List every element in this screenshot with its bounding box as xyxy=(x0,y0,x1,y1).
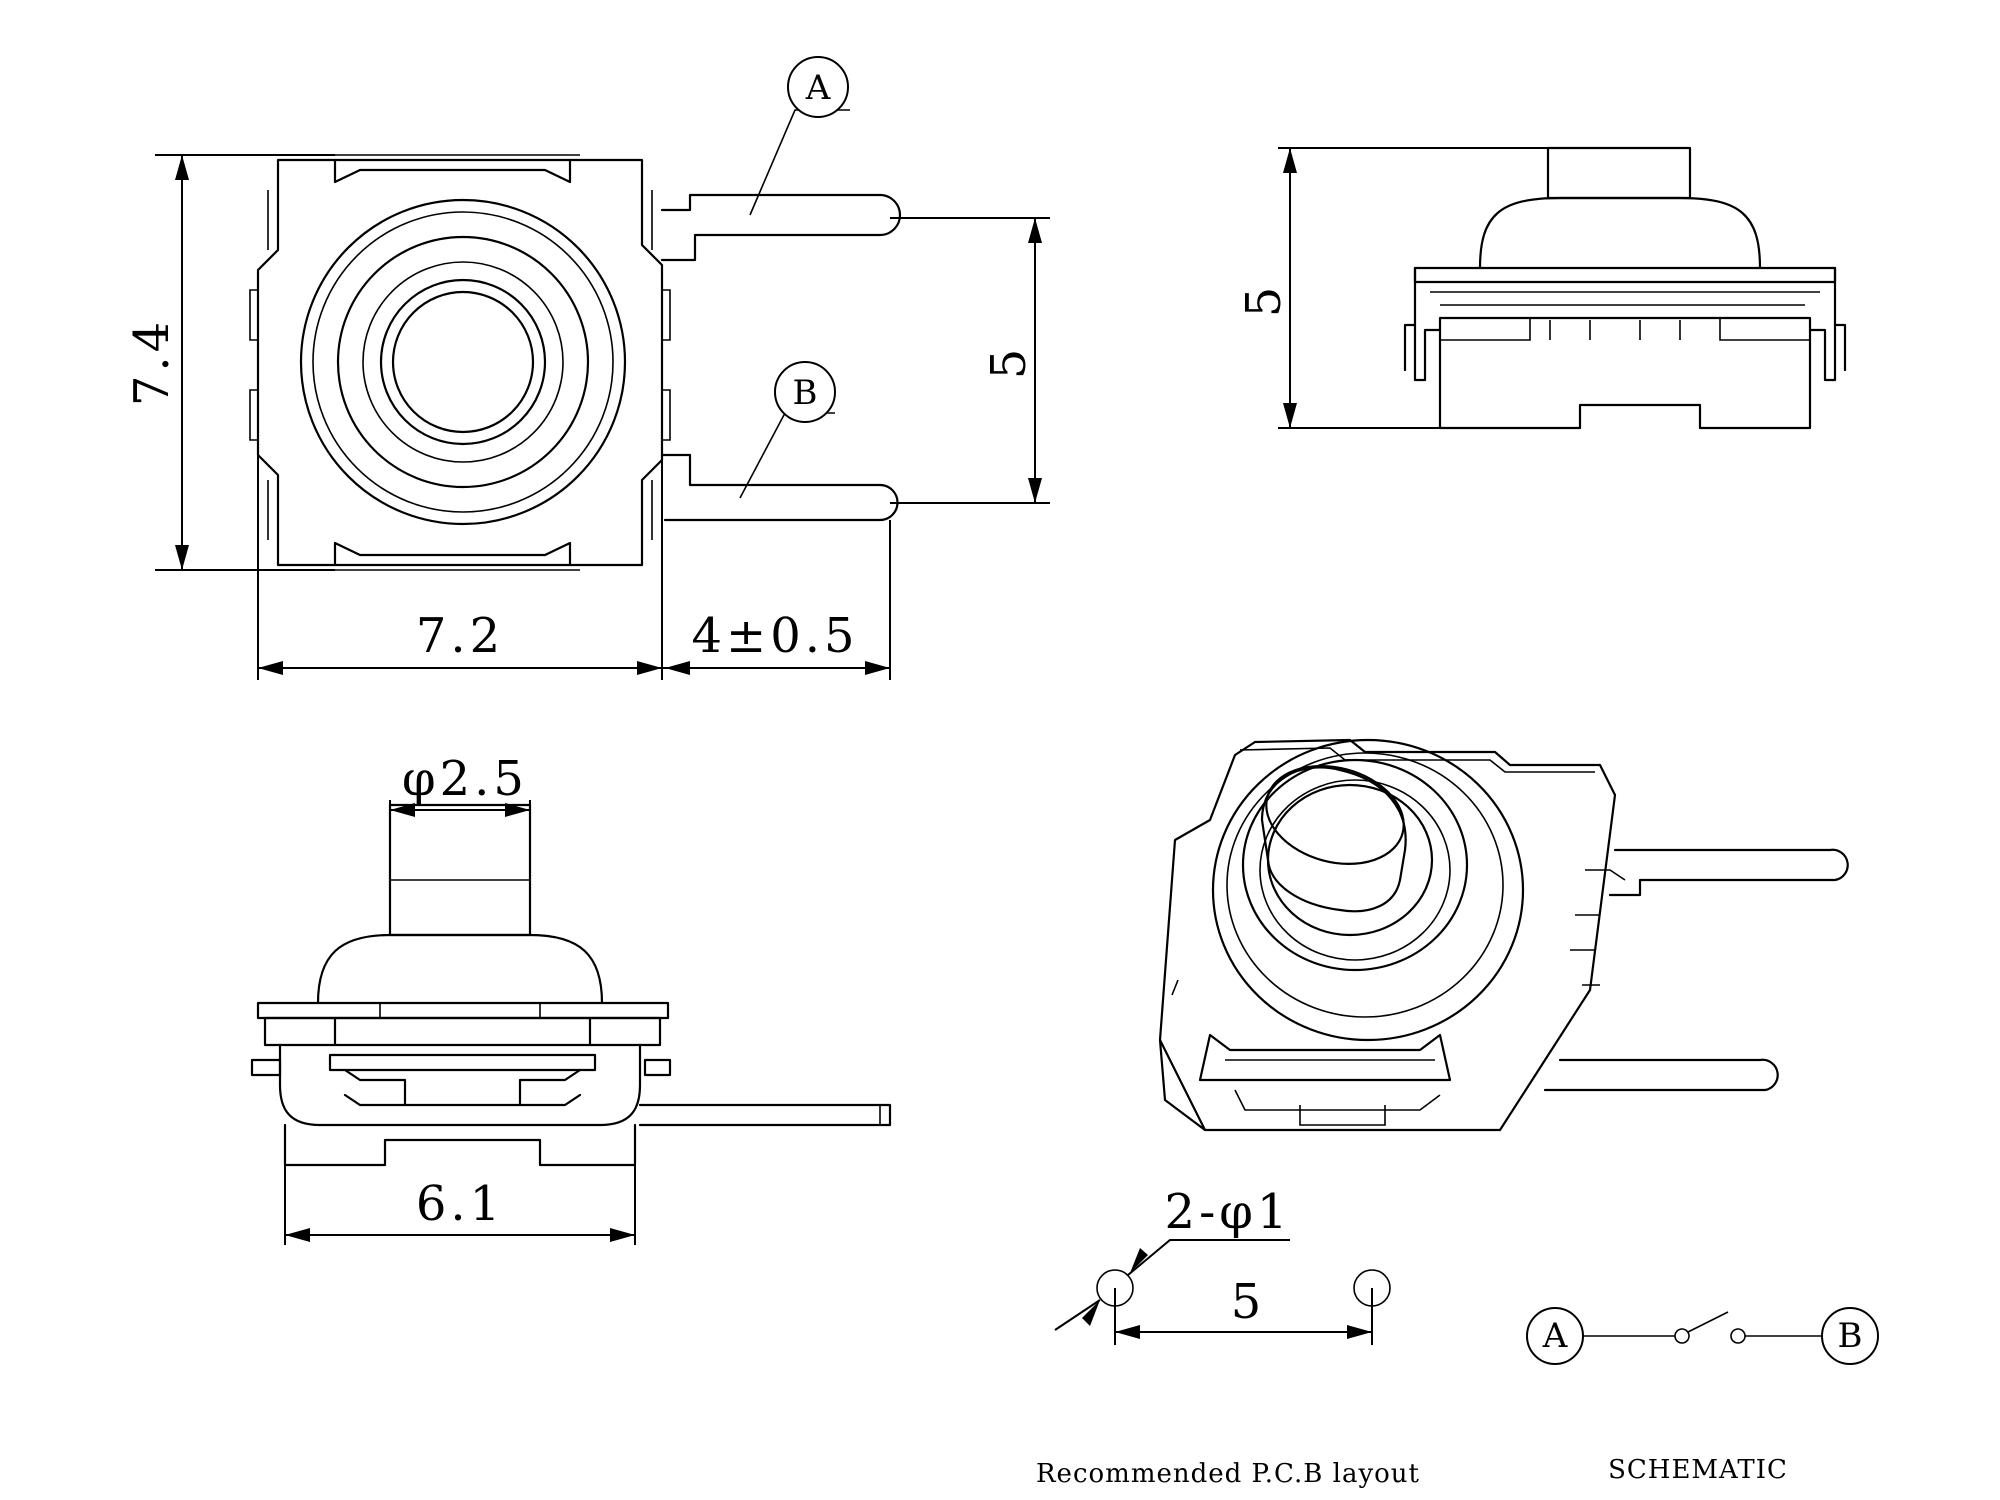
dim-actuator-diameter: φ2.5 xyxy=(402,751,528,807)
balloon-a xyxy=(787,56,849,118)
dim-pin-length: 4±0.5 xyxy=(691,608,858,664)
front-view: φ2.5 6.1 xyxy=(250,751,892,1245)
iso-pin-a xyxy=(1608,848,1849,897)
side-view-base xyxy=(1438,316,1812,430)
balloon-b xyxy=(774,361,836,423)
iso-pin-b xyxy=(1543,1058,1779,1092)
dim-side-height: 5 xyxy=(1236,283,1292,318)
side-view-dome xyxy=(1478,196,1762,270)
balloon-b-label: B xyxy=(793,373,818,413)
dim-pcb-hole-dia: 2-φ1 xyxy=(1165,1184,1292,1240)
dim-body-width: 6.1 xyxy=(416,1176,504,1232)
dim-top-height: 7.4 xyxy=(124,318,180,406)
front-view-housing xyxy=(278,1043,642,1127)
front-view-pin xyxy=(638,1103,892,1127)
dim-top-width: 7.2 xyxy=(416,608,504,664)
switch-contact-left xyxy=(1674,1328,1690,1344)
iso-actuator xyxy=(1260,766,1407,913)
pin-b xyxy=(660,453,899,522)
iso-body-outline xyxy=(1158,738,1617,1132)
isometric-view xyxy=(1158,738,1849,1132)
balloon-a-label: A xyxy=(805,68,831,108)
front-view-actuator xyxy=(388,803,532,937)
top-view-outer-ring xyxy=(299,198,627,526)
pin-a xyxy=(660,193,902,262)
top-view-actuator xyxy=(391,290,535,434)
dim-pin-spacing: 5 xyxy=(981,345,1037,380)
top-view: 7.4 7.2 4±0.5 5 A B xyxy=(124,56,1050,680)
schematic-caption: SCHEMATIC xyxy=(1608,1455,1788,1485)
pcb-layout-caption: Recommended P.C.B layout xyxy=(1036,1459,1420,1489)
front-view-dome xyxy=(316,933,604,1005)
top-view-body-outline xyxy=(256,158,664,567)
schematic-terminal-b-label: B xyxy=(1838,1316,1863,1356)
side-view: 5 xyxy=(1236,146,1847,430)
switch-contact-right xyxy=(1730,1328,1746,1344)
switch-lever xyxy=(1687,1311,1729,1333)
schematic-terminal-a-label: A xyxy=(1542,1316,1568,1356)
dim-pcb-hole-spacing: 5 xyxy=(1231,1274,1266,1330)
schematic: A B SCHEMATIC xyxy=(1526,1307,1879,1485)
pcb-layout: 5 2-φ1 Recommended P.C.B layout xyxy=(1036,1184,1420,1489)
